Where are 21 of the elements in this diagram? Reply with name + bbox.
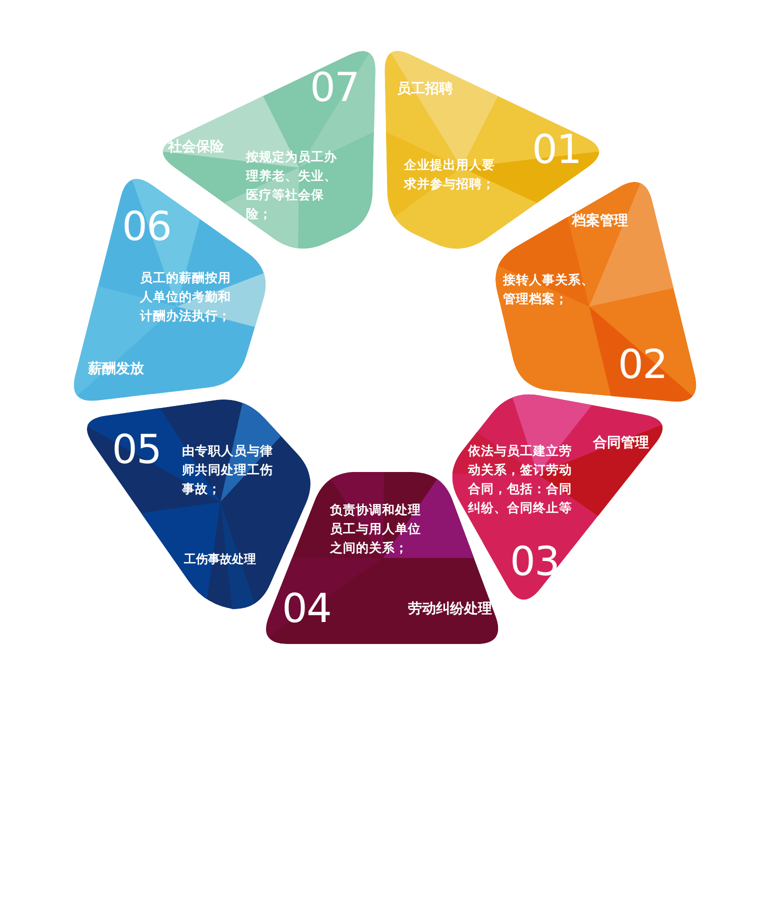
step-number: 06 <box>122 205 171 249</box>
step-title: 档案管理 <box>572 212 628 230</box>
step-title: 合同管理 <box>593 434 649 452</box>
step-number: 03 <box>510 540 559 584</box>
step-number: 01 <box>532 128 581 172</box>
step-description: 负责协调和处理员工与用人单位之间的关系； <box>330 501 422 557</box>
step-description: 企业提出用人要求并参与招聘； <box>404 156 496 193</box>
step-description: 由专职人员与律师共同处理工伤事故； <box>182 442 274 498</box>
step-number: 02 <box>618 343 667 387</box>
step-number: 05 <box>112 428 161 472</box>
step-title: 薪酬发放 <box>88 360 144 378</box>
step-description: 接转人事关系、管理档案； <box>503 271 595 308</box>
step-title: 劳动纠纷处理 <box>408 600 492 618</box>
step-title: 社会保险 <box>168 138 224 156</box>
step-description: 按规定为员工办理养老、失业、医疗等社会保险； <box>246 148 338 223</box>
step-description: 员工的薪酬按用人单位的考勤和计酬办法执行； <box>140 269 232 325</box>
step-description: 依法与员工建立劳动关系，签订劳动合同，包括：合同纠纷、合同终止等 <box>468 442 573 517</box>
step-number: 04 <box>282 587 331 631</box>
step-title: 员工招聘 <box>397 80 453 98</box>
step-number: 07 <box>310 66 359 110</box>
step-title: 工伤事故处理 <box>184 551 256 568</box>
